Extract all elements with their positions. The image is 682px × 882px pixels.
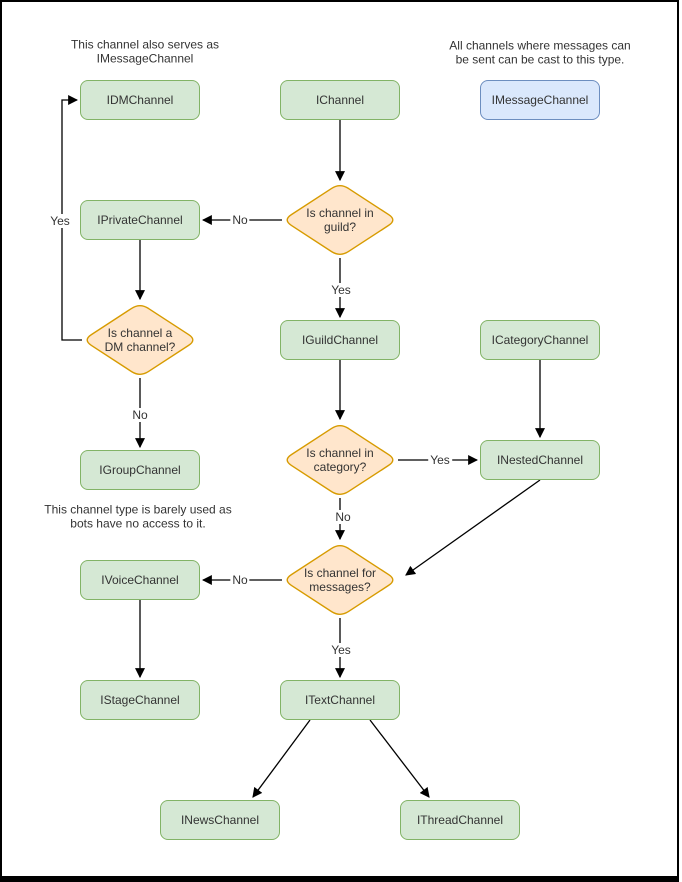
node-icategorychannel: ICategoryChannel xyxy=(480,320,600,360)
edge-label-category-yes: Yes xyxy=(428,453,452,467)
node-inestedchannel-label: INestedChannel xyxy=(496,453,584,467)
decision-is-channel-in-guild: Is channel in guild? xyxy=(282,182,398,258)
node-ichannel-label: IChannel xyxy=(315,93,365,107)
decision-is-channel-in-guild-label: Is channel in guild? xyxy=(306,205,374,234)
edge-label-category-no: No xyxy=(333,510,353,524)
node-icategorychannel-label: ICategoryChannel xyxy=(491,333,589,347)
edge-label-dm-no: No xyxy=(130,408,150,422)
diamond-shape xyxy=(286,545,394,615)
node-inewschannel-label: INewsChannel xyxy=(180,813,260,827)
node-inewschannel: INewsChannel xyxy=(160,800,280,840)
diamond-shape xyxy=(286,425,394,495)
decision-is-channel-a-dm-label: Is channel a DM channel? xyxy=(104,325,176,354)
edge-inestedchannel-to-messages-decision xyxy=(405,479,541,576)
node-ithreadchannel: IThreadChannel xyxy=(400,800,520,840)
node-itextchannel-label: ITextChannel xyxy=(304,693,376,707)
edge-label-guild-yes: Yes xyxy=(329,283,353,297)
decision-is-channel-for-messages: Is channel for messages? xyxy=(282,542,398,618)
node-iprivatechannel: IPrivateChannel xyxy=(80,200,200,240)
node-iguildchannel-label: IGuildChannel xyxy=(301,333,379,347)
node-ivoicechannel: IVoiceChannel xyxy=(80,560,200,600)
edge-itextchannel-to-inewschannel xyxy=(252,719,311,798)
node-imessagechannel: IMessageChannel xyxy=(480,80,600,120)
edge-label-messages-no: No xyxy=(230,573,250,587)
node-igroupchannel-label: IGroupChannel xyxy=(99,463,181,477)
node-inestedchannel: INestedChannel xyxy=(480,440,600,480)
diamond-shape xyxy=(86,305,194,375)
diamond-shape xyxy=(286,185,394,255)
node-itextchannel: ITextChannel xyxy=(280,680,400,720)
node-ichannel: IChannel xyxy=(280,80,400,120)
node-istagechannel-label: IStageChannel xyxy=(100,693,180,707)
decision-is-channel-a-dm: Is channel a DM channel? xyxy=(82,302,198,378)
node-idmchannel-label: IDMChannel xyxy=(106,93,174,107)
note-imessagechannel-cast: All channels where messages can be sent … xyxy=(449,38,631,67)
node-iguildchannel: IGuildChannel xyxy=(280,320,400,360)
node-ivoicechannel-label: IVoiceChannel xyxy=(101,573,179,587)
node-iprivatechannel-label: IPrivateChannel xyxy=(97,213,183,227)
node-imessagechannel-label: IMessageChannel xyxy=(491,93,589,107)
node-istagechannel: IStageChannel xyxy=(80,680,200,720)
node-ithreadchannel-label: IThreadChannel xyxy=(416,813,504,827)
edge-itextchannel-to-ithreadchannel xyxy=(369,719,430,798)
edge-label-messages-yes: Yes xyxy=(329,643,353,657)
decision-is-channel-for-messages-label: Is channel for messages? xyxy=(303,565,377,594)
note-idmchannel-also-imessagechannel: This channel also serves as IMessageChan… xyxy=(70,37,220,66)
node-igroupchannel: IGroupChannel xyxy=(80,450,200,490)
edge-label-guild-no: No xyxy=(230,213,250,227)
edge-label-dm-yes: Yes xyxy=(48,214,72,228)
note-igroupchannel-barely-used: This channel type is barely used as bots… xyxy=(44,502,232,531)
decision-is-channel-in-category: Is channel in category? xyxy=(282,422,398,498)
node-idmchannel: IDMChannel xyxy=(80,80,200,120)
decision-is-channel-in-category-label: Is channel in category? xyxy=(306,445,374,474)
